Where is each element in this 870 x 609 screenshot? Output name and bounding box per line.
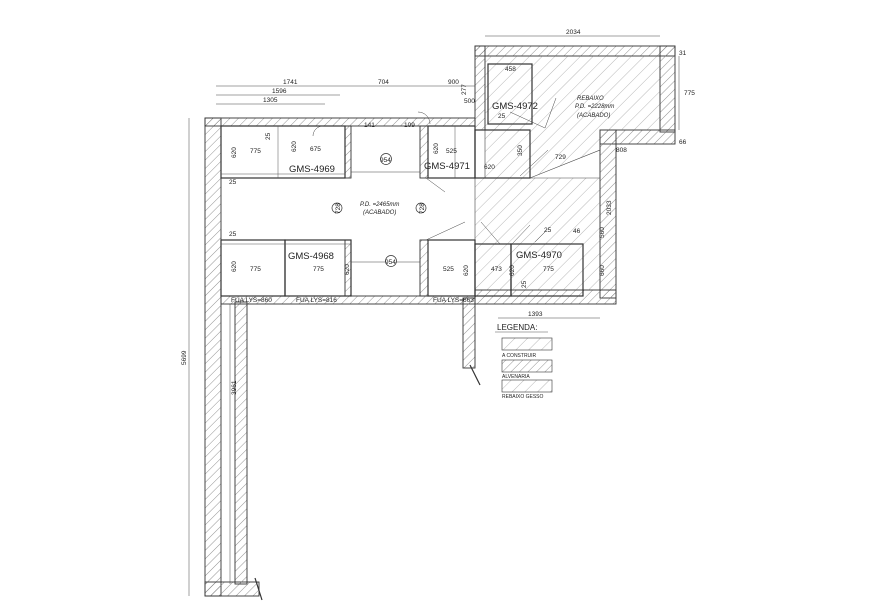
cab-675: 675: [310, 146, 321, 153]
dim-1305: 1305: [263, 97, 278, 104]
door-954-top: 954: [380, 157, 391, 164]
label-gms-4969: GMS-4969: [289, 164, 335, 175]
cab-620-c: 620: [433, 143, 440, 154]
legend-swatch-rebaixo-gesso: [501, 379, 553, 393]
note-rebaixo-1: REBAIXO: [577, 96, 604, 102]
label-gms-4970: GMS-4970: [516, 250, 562, 261]
dimension-labels: 2034 1741 1596 1305 704 900 500 277 458 …: [181, 29, 695, 395]
note-pd-main-2: (ACABADO): [363, 210, 396, 216]
legend-swatch-alvenaria: [501, 359, 553, 373]
cab-620-g: 620: [463, 265, 470, 276]
cab-775-d: 775: [543, 266, 554, 273]
door-728-left: 728: [335, 203, 342, 214]
dim-775-right: 775: [684, 90, 695, 97]
dim-5699: 5699: [181, 350, 188, 365]
label-gms-4971: GMS-4971: [424, 161, 470, 172]
doors: [312, 97, 557, 267]
note-rebaixo-2: P.D. =2228mm: [575, 104, 614, 110]
dim-704: 704: [378, 79, 389, 86]
dim-25-a: 25: [229, 179, 237, 186]
dim-808: 808: [616, 147, 627, 154]
dim-560: 560: [599, 227, 606, 238]
walls: [204, 45, 676, 601]
cab-775-b: 775: [250, 266, 261, 273]
note-rebaixo-3: (ACABADO): [577, 113, 610, 119]
cab-775-c: 775: [313, 266, 324, 273]
dim-3961: 3961: [231, 380, 238, 395]
legend-item-a-construir: A CONSTRUIR: [502, 353, 537, 359]
cab-350: 350: [517, 145, 524, 156]
door-954-bottom: 954: [385, 259, 396, 266]
dim-729: 729: [555, 154, 566, 161]
label-fua-1: FUA LYS=860: [231, 297, 272, 304]
cab-525-a: 525: [446, 148, 457, 155]
cab-473: 473: [491, 266, 502, 273]
dim-141: 141: [364, 122, 375, 129]
dim-1741: 1741: [283, 79, 298, 86]
dim-458: 458: [505, 66, 516, 73]
label-gms-4972: GMS-4972: [492, 101, 538, 112]
label-fua-2: FUA LYS=816: [296, 297, 337, 304]
legend: LEGENDA: A CONSTRUIR ALVENARIA REBAIXO G…: [495, 323, 553, 400]
room-labels: GMS-4969 GMS-4971 GMS-4972 GMS-4968 GMS-…: [231, 96, 614, 304]
dim-2034: 2034: [566, 29, 581, 36]
legend-item-rebaixo-gesso: REBAIXO GESSO: [502, 394, 544, 400]
dim-25-b: 25: [229, 231, 237, 238]
dim-900: 900: [448, 79, 459, 86]
label-gms-4968: GMS-4968: [288, 251, 334, 262]
dim-25-c: 25: [265, 132, 272, 140]
label-fua-3: FUA LYS=663: [433, 297, 474, 304]
legend-title: LEGENDA:: [497, 323, 537, 332]
dimension-lines: [188, 35, 680, 596]
dim-46: 46: [573, 228, 581, 235]
dim-500: 500: [464, 98, 475, 105]
cab-525-b: 525: [443, 266, 454, 273]
dim-1596: 1596: [272, 88, 287, 95]
dim-25-f: 25: [544, 227, 552, 234]
dim-66: 66: [679, 139, 687, 146]
cab-620-b: 620: [291, 141, 298, 152]
dim-31: 31: [679, 50, 687, 57]
cab-775-a: 775: [250, 148, 261, 155]
cab-620-d: 620: [484, 164, 495, 171]
dim-1393: 1393: [528, 311, 543, 318]
note-pd-main-1: P.D. =2465mm: [360, 202, 399, 208]
cabinet-dimensions: 620 775 620 675 620 525 620 620 775 775 …: [231, 141, 554, 276]
cab-620-f: 620: [344, 264, 351, 275]
dim-25-d: 25: [498, 113, 506, 120]
dim-277: 277: [461, 84, 468, 95]
cab-620-h: 620: [509, 265, 516, 276]
dim-2033: 2033: [606, 200, 613, 215]
legend-item-alvenaria: ALVENARIA: [502, 374, 530, 380]
dim-109: 109: [404, 122, 415, 129]
cab-620-a: 620: [231, 147, 238, 158]
dim-25-e: 25: [521, 280, 528, 288]
cabinets: [220, 63, 584, 297]
cab-620-e: 620: [231, 261, 238, 272]
door-728-right: 728: [419, 203, 426, 214]
legend-swatch-a-construir: [501, 337, 553, 351]
dim-660: 660: [599, 265, 606, 276]
